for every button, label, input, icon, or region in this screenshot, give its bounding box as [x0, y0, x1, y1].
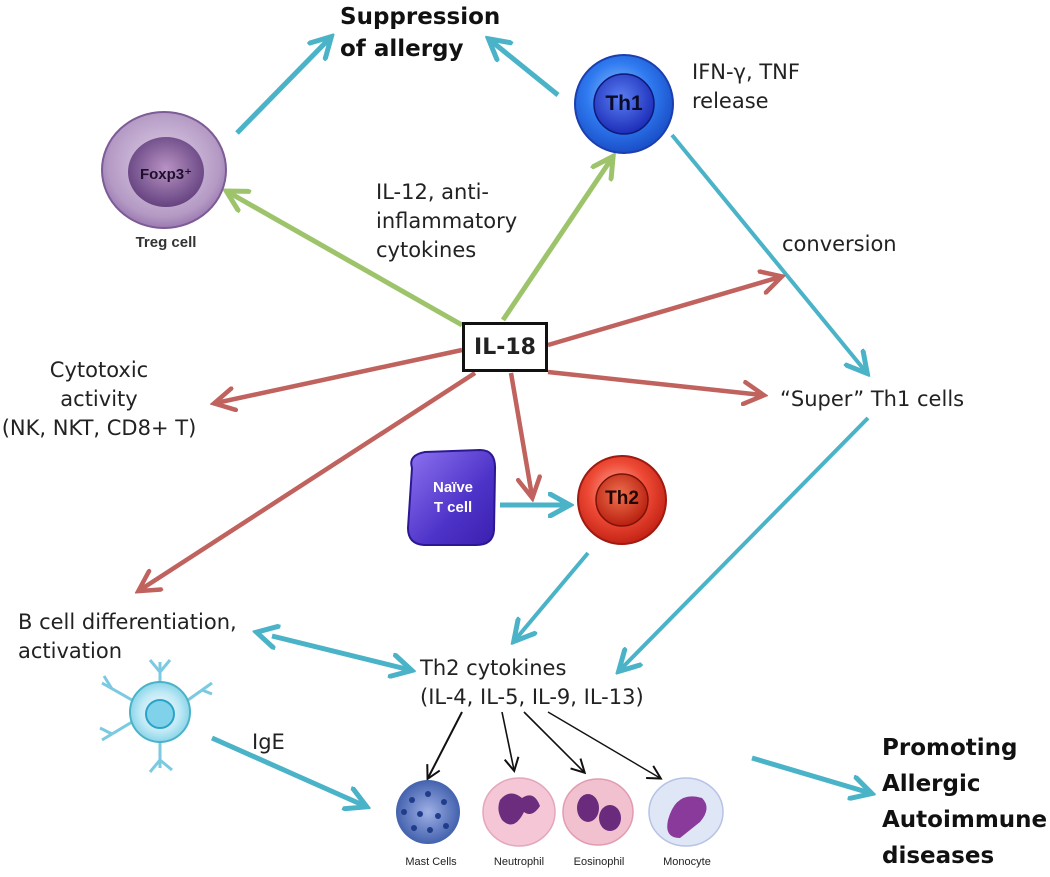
mast-cell-image — [396, 780, 460, 844]
arrow-il18-to-conversion — [547, 277, 780, 348]
th2-cell — [577, 455, 667, 545]
naive-label-line1: Naïve — [432, 479, 474, 496]
arrow-il18-to-superth1 — [547, 369, 762, 395]
conversion-label: conversion — [782, 232, 897, 256]
arrow-cytokines-to-monocyte — [547, 711, 660, 778]
eosinophil-label: Eosinophil — [573, 856, 625, 868]
b-cell-label: B cell differentiation, activation — [18, 610, 237, 663]
promoting-label: Promoting Allergic Autoimmune diseases — [882, 735, 1048, 869]
il12-label: IL-12, anti- inflammatory cytokines — [376, 180, 518, 262]
arrow-il18-to-th2 — [508, 372, 532, 496]
arrow-superth1-to-th2cytokines — [620, 416, 870, 670]
th2-cytokines-label: Th2 cytokines (IL-4, IL-5, IL-9, IL-13) — [420, 656, 644, 709]
il18-node: IL-18 — [462, 322, 548, 372]
arrow-cytokines-to-mastcells — [428, 711, 463, 778]
arrow-th1-to-superth1 — [670, 133, 866, 372]
arrow-il18-to-th1 — [500, 158, 612, 322]
ige-label: IgE — [252, 730, 285, 754]
arrow-th2-to-th2cytokines — [515, 551, 590, 640]
suppression-title-line1: Suppression — [340, 4, 501, 30]
treg-cell — [101, 111, 227, 229]
th2-label: Th2 — [605, 488, 639, 509]
dendritic-cell — [99, 659, 213, 773]
monocyte-image — [648, 777, 724, 847]
arrow-bcell-th2cytokines — [272, 636, 410, 670]
naive-t-cell — [406, 448, 497, 546]
mast-cells-label: Mast Cells — [405, 856, 457, 868]
neutrophil-label: Neutrophil — [493, 856, 545, 868]
arrow-il18-to-bcell — [140, 371, 477, 590]
arrow-il18-to-cytotoxic — [216, 347, 463, 403]
th1-release-label: IFN-γ, TNF release — [692, 60, 800, 113]
arrow-treg-to-suppression — [235, 38, 330, 135]
arrow-dendritic-to-mastcells — [210, 735, 365, 806]
super-th1-label: “Super” Th1 cells — [780, 387, 965, 411]
arrow-cytokines-to-neutrophil — [501, 711, 514, 770]
arrow-cytokines-to-eosinophil — [523, 711, 584, 772]
suppression-title-line2: of allergy — [340, 36, 464, 62]
arrow-th1-to-suppression — [490, 40, 560, 97]
naive-label-line2: T cell — [433, 499, 473, 516]
cytotoxic-label: Cytotoxic activity (NK, NKT, CD8+ T) — [1, 358, 197, 440]
treg-caption: Treg cell — [135, 234, 197, 251]
th1-cell — [574, 54, 674, 154]
monocyte-label: Monocyte — [663, 856, 711, 868]
treg-inner-label: Foxp3⁺ — [139, 166, 193, 183]
arrow-il18-to-treg — [228, 192, 464, 328]
th1-label: Th1 — [605, 92, 643, 115]
eosinophil-image — [562, 778, 634, 846]
neutrophil-image — [482, 777, 556, 847]
arrow-effectors-to-promoting — [751, 755, 870, 793]
